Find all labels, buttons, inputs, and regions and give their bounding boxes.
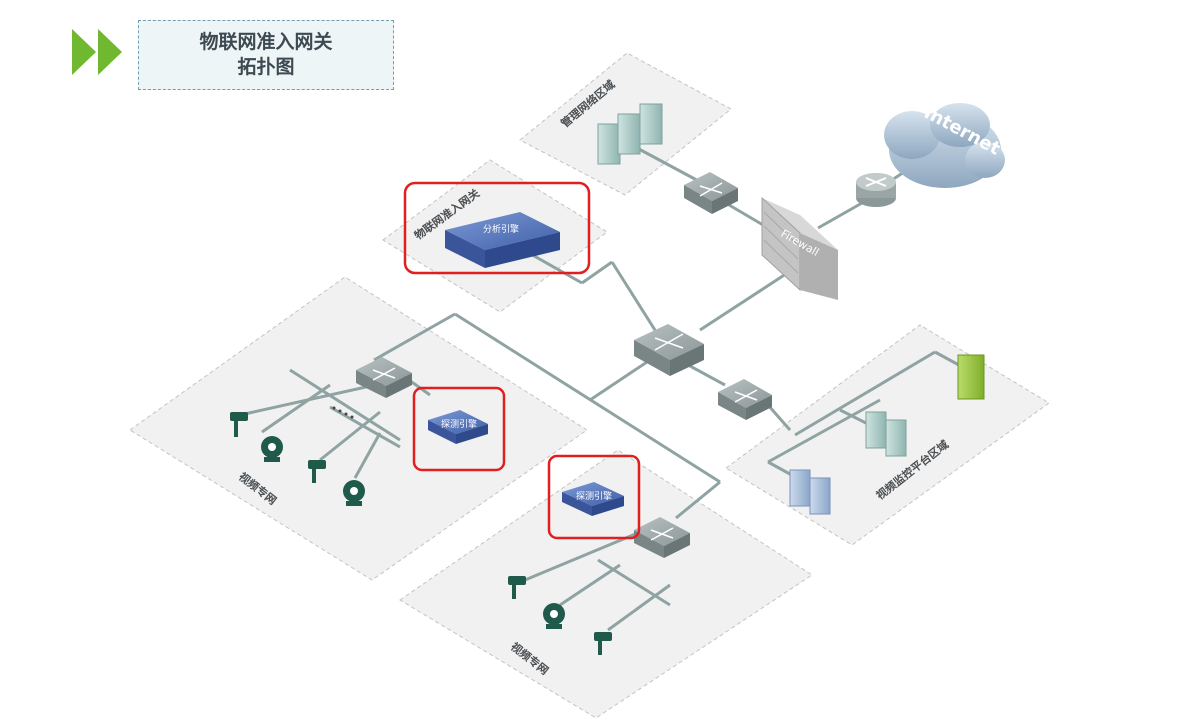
analysis-engine-label: 分析引擎	[483, 223, 519, 235]
analysis-engine-icon	[445, 212, 560, 268]
camera-dome-icon	[261, 436, 283, 462]
highlight-probe-engine-bottom	[547, 454, 641, 540]
page-title-line1: 物联网准入网关	[199, 31, 333, 53]
highlight-analysis-engine	[403, 181, 591, 275]
probe-engine-left-label: 探测引擎	[441, 418, 477, 430]
platform-server-blue-icon	[789, 469, 831, 515]
platform-server-green-icon	[957, 354, 985, 400]
camera-dome-icon	[343, 480, 365, 506]
management-servers-icon	[597, 103, 663, 165]
switch-core-icon	[634, 324, 704, 376]
camera-bullet-icon	[308, 460, 326, 483]
ellipsis-dots-icon	[332, 406, 354, 419]
page-title-line2: 拓扑图	[237, 56, 295, 78]
switch-management-icon	[684, 172, 738, 214]
switch-platform-icon	[718, 379, 772, 420]
internet-cloud-icon	[884, 103, 1005, 188]
zone-video-bottom	[399, 449, 813, 719]
platform-server-teal-icon	[865, 411, 907, 457]
highlight-probe-engine-left	[412, 386, 506, 472]
router-icon	[856, 173, 896, 207]
title-arrows-icon	[72, 29, 122, 75]
camera-dome-icon	[543, 603, 565, 629]
switch-video-left-icon	[356, 357, 412, 398]
camera-bullet-icon	[508, 576, 526, 599]
probe-engine-left-icon	[428, 410, 488, 444]
probe-engine-bottom-icon	[562, 482, 624, 516]
camera-bullet-icon	[230, 412, 248, 437]
page-title: 物联网准入网关 拓扑图	[138, 20, 394, 90]
firewall-icon	[761, 196, 838, 300]
switch-video-bottom-icon	[634, 517, 690, 558]
camera-bullet-icon	[594, 632, 612, 655]
probe-engine-bottom-label: 探测引擎	[576, 490, 612, 502]
